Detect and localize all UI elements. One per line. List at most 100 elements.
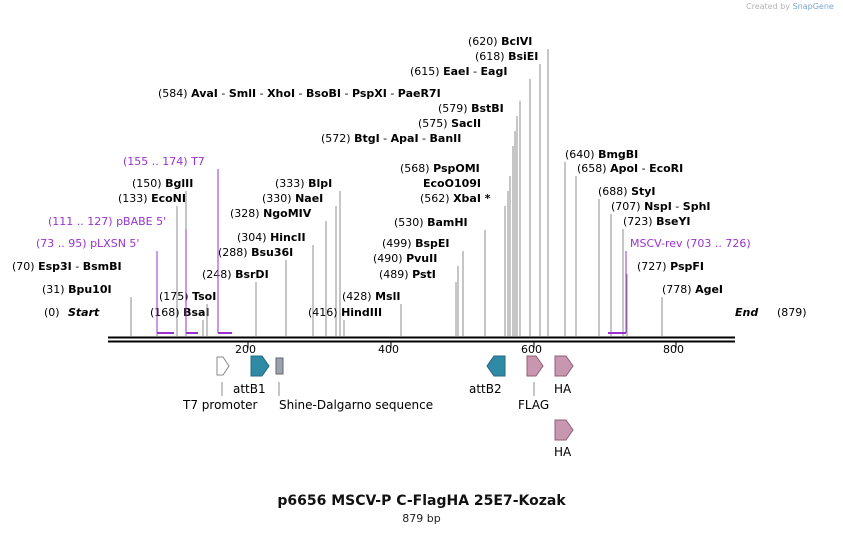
enzyme-name: BamHI xyxy=(427,216,468,229)
enzyme-name: EcoRI xyxy=(649,162,683,175)
site-label-11: (333) BlpI xyxy=(275,177,332,190)
credit-prefix: Created by xyxy=(746,2,791,11)
site-position: - xyxy=(672,200,683,213)
enzyme-name: BlpI xyxy=(308,177,332,190)
site-position: (168) xyxy=(150,306,183,319)
enzyme-name: StyI xyxy=(631,185,655,198)
enzyme-name: BsaI xyxy=(183,306,209,319)
primer-range: MSCV-rev xyxy=(630,237,686,250)
site-position: (778) xyxy=(662,283,695,296)
feature-label-0: T7 promoter xyxy=(182,398,258,412)
enzyme-name: EagI xyxy=(481,65,508,78)
enzyme-name: PspFI xyxy=(670,260,704,273)
enzyme-name: MslI xyxy=(375,290,400,303)
site-label-20: (568) PspOMI xyxy=(400,162,480,175)
site-label-18: (562) XbaI * xyxy=(420,192,491,205)
site-label-4: (168) BsaI xyxy=(150,306,210,319)
site-position: (416) xyxy=(308,306,341,319)
primer-range: (155 .. 174) xyxy=(123,155,191,168)
site-label-5: (175) TsoI xyxy=(159,290,216,303)
primer-label-1: (111 .. 127) pBABE 5' xyxy=(48,215,166,228)
feature-label-5: HA xyxy=(554,382,572,396)
enzyme-name: EcoNI xyxy=(151,192,186,205)
site-position: - xyxy=(72,260,83,273)
site-position: (615) xyxy=(410,65,443,78)
t7-promoter-arrow xyxy=(216,356,230,376)
enzyme-name: BglII xyxy=(165,177,193,190)
enzyme-name: HincII xyxy=(270,231,306,244)
enzyme-name: PspOMI xyxy=(433,162,480,175)
site-position: (499) xyxy=(382,237,415,250)
site-position: (727) xyxy=(637,260,670,273)
site-position: (568) xyxy=(400,162,433,175)
site-label-25: (615) EaeI - EagI xyxy=(410,65,507,78)
enzyme-name: BstBI xyxy=(471,102,504,115)
enzyme-name: PspXI xyxy=(352,87,387,100)
primer-name: pLXSN 5' xyxy=(90,237,139,250)
attb2-arrow xyxy=(486,355,506,377)
enzyme-name: NaeI xyxy=(295,192,323,205)
feature-label-4: FLAG xyxy=(518,398,549,412)
site-position: (328) xyxy=(230,207,263,220)
site-label-1: (70) Esp3I - BsmBI xyxy=(12,260,122,273)
site-position: - xyxy=(638,162,649,175)
enzyme-name: TsoI xyxy=(192,290,216,303)
site-position: (584) xyxy=(158,87,191,100)
enzyme-name: ApoI xyxy=(610,162,638,175)
site-label-24: (584) AvaI - SmlI - XhoI - BsoBI - PspXI… xyxy=(158,87,441,100)
site-label-8: (304) HincII xyxy=(237,231,306,244)
site-label-12: (416) HindIII xyxy=(308,306,382,319)
site-position: (489) xyxy=(379,268,412,281)
site-position: (562) xyxy=(420,192,453,205)
site-label-19: EcoO109I xyxy=(423,177,481,190)
site-position: (428) xyxy=(342,290,375,303)
site-position: (248) xyxy=(202,268,235,281)
site-label-9: (328) NgoMIV xyxy=(230,207,312,220)
end-position: (879) xyxy=(777,306,807,319)
site-position: (618) xyxy=(475,50,508,63)
enzyme-name: BmgBI xyxy=(598,148,638,161)
site-label-27: (620) BclVI xyxy=(468,35,532,48)
enzyme-name: BsrDI xyxy=(235,268,269,281)
site-label-31: (707) NspI - SphI xyxy=(611,200,711,213)
primer-name: pBABE 5' xyxy=(116,215,166,228)
site-label-10: (330) NaeI xyxy=(262,192,323,205)
start-label: Start xyxy=(68,306,100,319)
site-label-15: (490) PvuII xyxy=(373,252,437,265)
site-position: (658) xyxy=(577,162,610,175)
site-position: - xyxy=(419,132,430,145)
site-position: - xyxy=(341,87,352,100)
attb1-arrow xyxy=(250,355,270,377)
site-label-7: (288) Bsu36I xyxy=(218,246,293,259)
primer-label-2: (155 .. 174) T7 xyxy=(123,155,205,168)
enzyme-name: NgoMIV xyxy=(263,207,312,220)
primer-name: (703 .. 726) xyxy=(686,237,751,250)
site-position: - xyxy=(387,87,398,100)
snapgene-credit: Created by SnapGene xyxy=(746,2,834,11)
start-position: (0) xyxy=(44,306,60,319)
site-label-3: (150) BglII xyxy=(132,177,193,190)
enzyme-name: BtgI xyxy=(354,132,380,145)
enzyme-name: AvaI xyxy=(191,87,218,100)
site-label-26: (618) BsiEI xyxy=(475,50,538,63)
primer-label-3: MSCV-rev (703 .. 726) xyxy=(630,237,751,250)
enzyme-name: PstI xyxy=(412,268,436,281)
site-position: - xyxy=(256,87,267,100)
site-label-22: (575) SacII xyxy=(418,117,481,130)
enzyme-name: AgeI xyxy=(695,283,723,296)
site-position: (175) xyxy=(159,290,192,303)
shine-dalgarno-box xyxy=(275,357,284,375)
site-position: (707) xyxy=(611,200,644,213)
plasmid-title: p6656 MSCV-P C-FlagHA 25E7-Kozak xyxy=(277,493,566,509)
site-position: - xyxy=(295,87,306,100)
enzyme-name: BsmBI xyxy=(83,260,122,273)
site-position: (572) xyxy=(321,132,354,145)
enzyme-name: BsiEI xyxy=(508,50,538,63)
enzyme-name: XhoI xyxy=(267,87,295,100)
site-position: (333) xyxy=(275,177,308,190)
enzyme-name: BsoBI xyxy=(306,87,341,100)
enzyme-name: SacII xyxy=(451,117,481,130)
site-label-2: (133) EcoNI xyxy=(118,192,186,205)
ruler-label-600: 600 xyxy=(521,343,542,356)
